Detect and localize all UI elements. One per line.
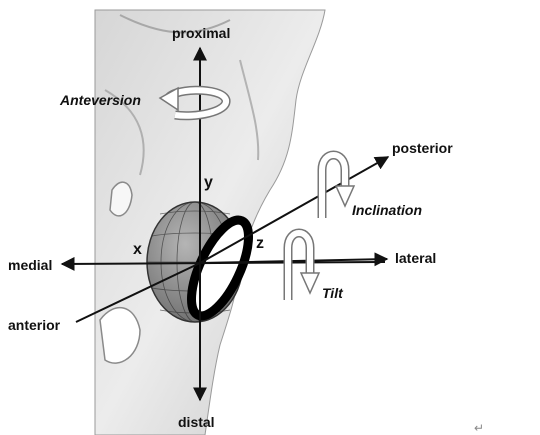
y-axis-letter: y — [204, 174, 213, 191]
tilt-label: Tilt — [322, 285, 344, 301]
inclination-arrow — [322, 155, 354, 218]
proximal-label: proximal — [172, 25, 230, 41]
tilt-arrow — [288, 233, 319, 300]
distal-label: distal — [178, 414, 215, 430]
medial-label: medial — [8, 257, 52, 273]
x-axis-letter: x — [133, 241, 142, 258]
z-axis-letter: z — [256, 235, 264, 252]
anteversion-label: Anteversion — [59, 92, 141, 108]
posterior-label: posterior — [392, 140, 453, 156]
corner-mark: ↵ — [474, 421, 484, 435]
inclination-label: Inclination — [352, 202, 422, 218]
anterior-label: anterior — [8, 317, 61, 333]
lateral-label: lateral — [395, 250, 436, 266]
